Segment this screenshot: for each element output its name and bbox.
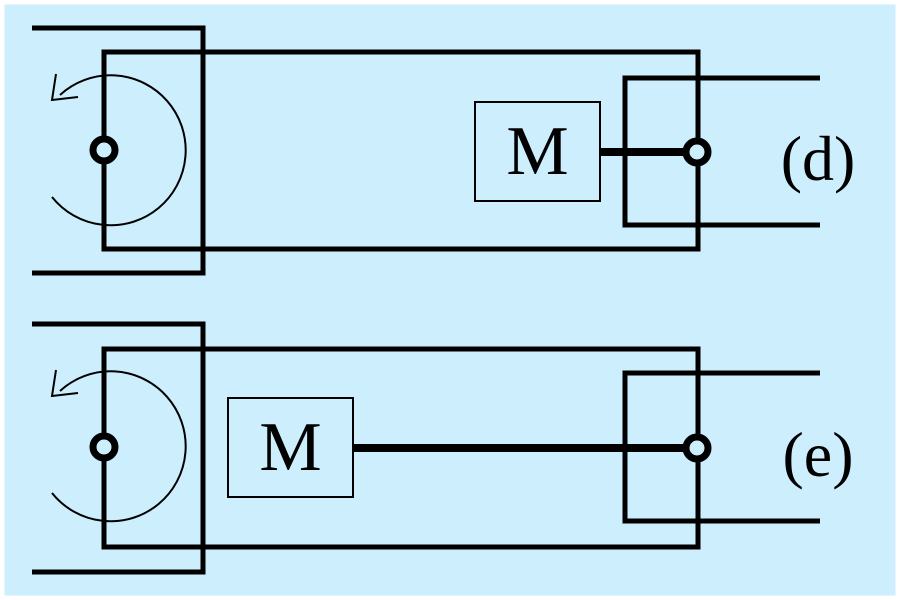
rotation-arrow-icon xyxy=(51,74,187,227)
left-pivot xyxy=(89,135,119,165)
panel-label: (e) xyxy=(782,419,853,490)
panel-label: (d) xyxy=(781,123,856,194)
arrowhead-icon xyxy=(50,369,79,398)
panel-d: M (d) xyxy=(32,25,856,276)
mass-label: M xyxy=(506,113,568,190)
panel-e: M (e) xyxy=(32,321,854,575)
left-pivot xyxy=(89,432,119,462)
left-bracket xyxy=(32,321,206,575)
left-bracket xyxy=(32,25,206,276)
mass-box xyxy=(227,397,354,498)
right-pivot xyxy=(682,137,712,167)
rotation-arrow-icon xyxy=(51,370,187,523)
right-pivot xyxy=(682,433,712,463)
mass-box xyxy=(474,101,601,202)
mass-label: M xyxy=(259,409,321,486)
arrowhead-icon xyxy=(50,73,79,102)
